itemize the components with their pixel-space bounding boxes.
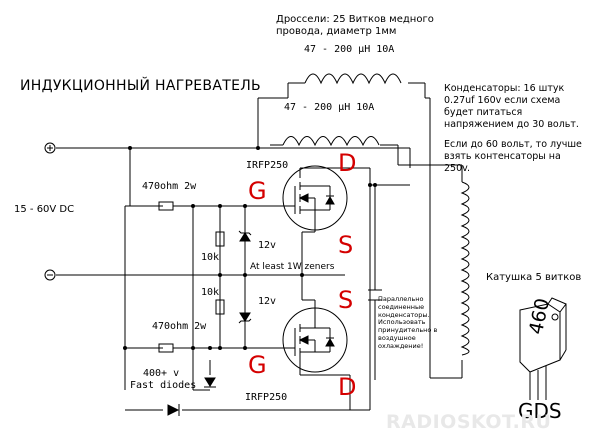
pin-s-upper: S <box>338 231 354 259</box>
inductor-upper <box>288 73 425 85</box>
pin-g-upper: G <box>248 177 267 205</box>
work-coil <box>460 181 470 356</box>
pin-d-lower: D <box>338 373 357 401</box>
contactor-note-line3: 250v. <box>444 163 471 174</box>
terminal-positive <box>44 142 56 154</box>
mosfet-upper-label: IRFP250 <box>246 160 289 171</box>
resistor-470-bottom <box>158 343 174 353</box>
fast-diode-bottom <box>167 404 180 416</box>
parallel-caps-note: Параллельно соединенные конденсаторы. Ис… <box>378 295 438 350</box>
resistor-470-bottom-label: 470ohm 2w <box>152 321 207 332</box>
zener-top-label: 12v <box>258 240 277 251</box>
package-pinout: GDS <box>518 399 562 423</box>
zener-diode-top <box>238 230 252 242</box>
chokes-note-line2: провода, диаметр 1мм <box>276 26 397 37</box>
pin-g-lower: G <box>248 351 267 379</box>
capacitor-note-line2: 0.27uf 160v если схема <box>444 95 561 106</box>
resistor-10k-bottom <box>215 299 225 315</box>
chokes-note-line1: Дроссели: 25 Витков медного <box>276 14 434 25</box>
terminal-negative <box>44 269 56 281</box>
resistor-470-top <box>158 201 174 211</box>
mosfet-lower-label: IRFP250 <box>245 392 288 403</box>
contactor-note-line1: Если до 60 вольт, то лучше <box>444 139 582 150</box>
inductor-lower-label: 47 - 200 µH 10A <box>284 102 375 113</box>
inductor-lower <box>270 136 398 147</box>
contactor-note-line2: взять контенсаторы на <box>444 151 561 162</box>
wires <box>56 83 463 411</box>
zener-rating-note: At least 1W zeners <box>250 262 335 272</box>
resistor-10k-top <box>215 231 225 247</box>
junction-dots <box>123 146 377 350</box>
fast-diode-rating: 400+ v <box>143 368 180 379</box>
pin-d-upper: D <box>338 149 357 177</box>
fast-diode-middle <box>204 377 216 388</box>
capacitor-note-line1: Конденсаторы: 16 штук <box>444 83 565 94</box>
to220-package-sketch <box>519 297 567 400</box>
resistor-10k-top-label: 10k <box>201 252 220 263</box>
resistor-10k-bottom-label: 10k <box>201 287 220 298</box>
diagram-title: ИНДУКЦИОННЫЙ НАГРЕВАТЕЛЬ <box>20 78 261 94</box>
capacitor-note-line4: напряжением до 30 вольт. <box>444 119 579 130</box>
zener-bottom-label: 12v <box>258 296 277 307</box>
zener-diode-bottom <box>238 312 252 324</box>
mosfet-upper <box>282 165 348 233</box>
supply-voltage-label: 15 - 60V DC <box>14 204 75 215</box>
pin-s-lower: S <box>338 286 354 314</box>
capacitor-bank <box>368 289 382 301</box>
capacitor-note-line3: будет питаться <box>444 107 523 118</box>
resistor-470-top-label: 470ohm 2w <box>142 181 197 192</box>
mosfet-lower <box>282 299 348 373</box>
inductor-upper-label: 47 - 200 µH 10A <box>304 44 395 55</box>
fast-diode-label: Fast diodes <box>130 380 197 391</box>
coil-label: Катушка 5 витков <box>486 272 582 283</box>
watermark: RADIOSKOT.RU <box>386 411 552 433</box>
